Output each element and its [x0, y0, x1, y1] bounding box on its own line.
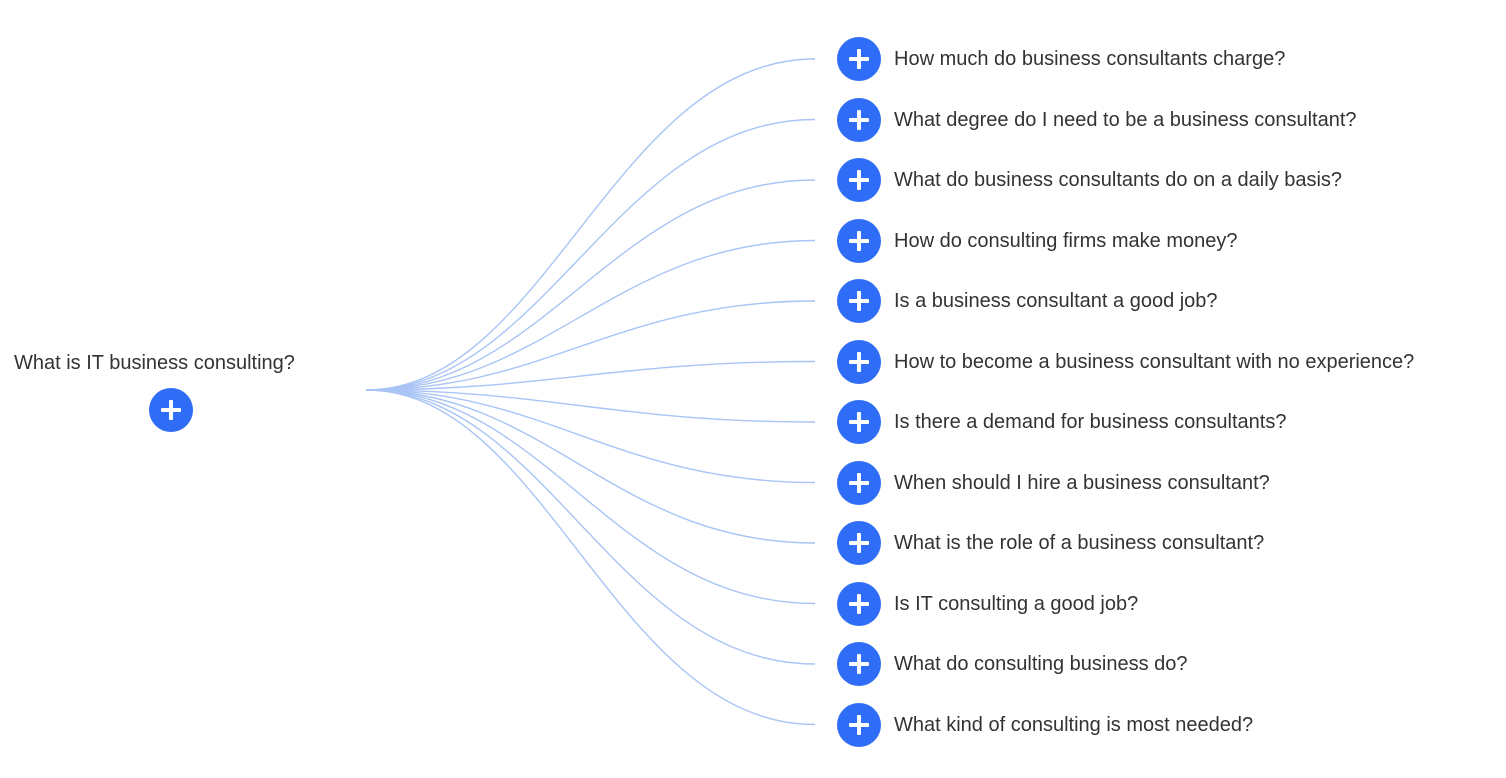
connector-line: [365, 389, 816, 484]
connector-line: [365, 300, 816, 391]
branch-question-label[interactable]: What do consulting business do?: [894, 653, 1188, 675]
branch-item: What do business consultants do on a dai…: [837, 158, 1497, 202]
branch-item: How much do business consultants charge?: [837, 37, 1497, 81]
branch-item: What do consulting business do?: [837, 642, 1497, 686]
expand-button[interactable]: [837, 400, 881, 444]
connector-line: [365, 179, 816, 391]
branch-item: How to become a business consultant with…: [837, 339, 1497, 384]
connector-line: [365, 389, 816, 605]
expand-button[interactable]: [837, 581, 881, 626]
expand-button[interactable]: [837, 158, 881, 202]
connector-line: [365, 360, 816, 391]
expand-button[interactable]: [837, 702, 881, 747]
connector-line: [365, 389, 816, 423]
expand-button[interactable]: [837, 218, 881, 263]
expand-button[interactable]: [837, 521, 881, 565]
branch-item: What kind of consulting is most needed?: [837, 702, 1497, 747]
branch-question-label[interactable]: What degree do I need to be a business c…: [894, 108, 1357, 131]
connector-line: [365, 58, 816, 391]
root-expand-button[interactable]: [149, 388, 193, 432]
branch-question-label[interactable]: How do consulting firms make money?: [894, 229, 1238, 252]
branch-question-label[interactable]: How to become a business consultant with…: [894, 350, 1415, 373]
branch-question-label[interactable]: When should I hire a business consultant…: [894, 471, 1270, 494]
expand-button[interactable]: [837, 460, 881, 505]
connector-line: [365, 389, 816, 544]
expand-button[interactable]: [837, 279, 881, 323]
root-question-label: What is IT business consulting?: [14, 352, 295, 374]
branch-question-label[interactable]: How much do business consultants charge?: [894, 48, 1286, 70]
branch-question-label[interactable]: Is there a demand for business consultan…: [894, 411, 1287, 433]
branch-item: Is IT consulting a good job?: [837, 581, 1497, 626]
branch-item: What is the role of a business consultan…: [837, 521, 1497, 565]
branch-question-label[interactable]: What do business consultants do on a dai…: [894, 169, 1343, 191]
expand-button[interactable]: [837, 339, 881, 384]
connector-line: [365, 118, 816, 391]
branch-item: Is there a demand for business consultan…: [837, 400, 1497, 444]
branch-item: How do consulting firms make money?: [837, 218, 1497, 263]
expand-button[interactable]: [837, 97, 881, 142]
connector-line: [365, 389, 816, 726]
branch-item: What degree do I need to be a business c…: [837, 97, 1497, 142]
connector-line: [365, 239, 816, 391]
branch-question-label[interactable]: What is the role of a business consultan…: [894, 532, 1265, 554]
connector-line: [365, 389, 816, 665]
branch-item: When should I hire a business consultant…: [837, 460, 1497, 505]
branch-item: Is a business consultant a good job?: [837, 279, 1497, 323]
branch-question-label[interactable]: Is IT consulting a good job?: [894, 592, 1139, 615]
expand-button[interactable]: [837, 37, 881, 81]
branch-question-label[interactable]: Is a business consultant a good job?: [894, 290, 1218, 312]
expand-button[interactable]: [837, 642, 881, 686]
branch-question-label[interactable]: What kind of consulting is most needed?: [894, 713, 1254, 736]
